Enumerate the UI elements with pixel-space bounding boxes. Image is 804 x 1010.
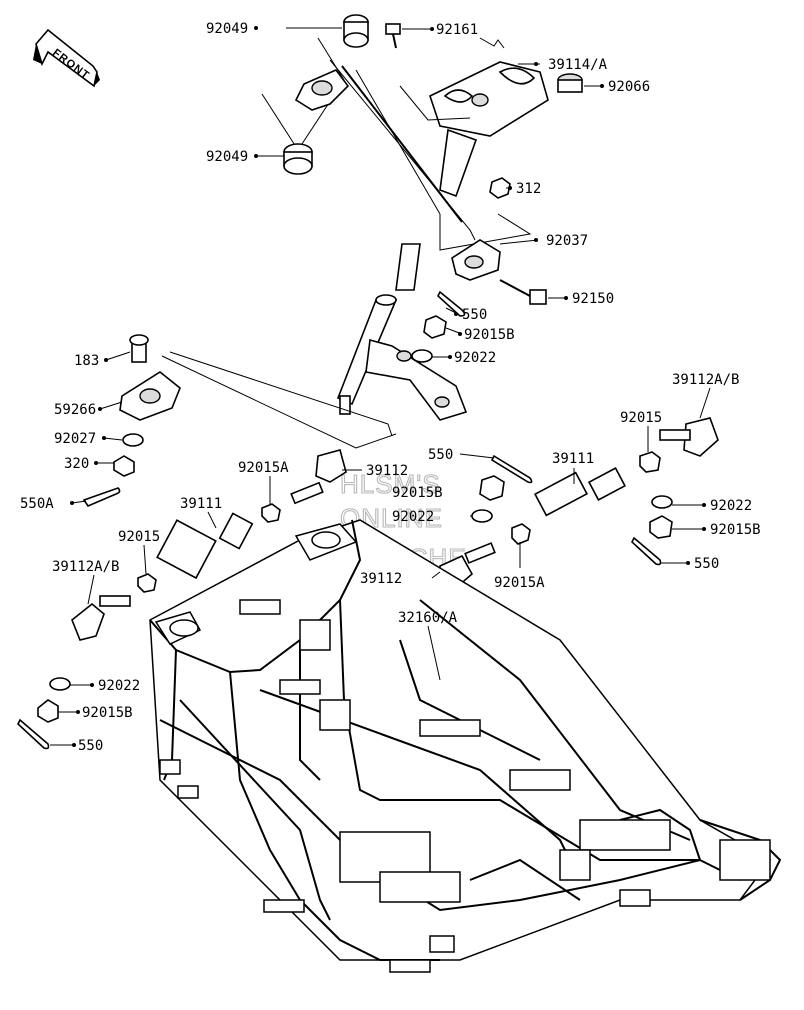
callout-92015b-top: 92015B bbox=[464, 327, 515, 343]
watermark-line-1: HLSM'S bbox=[340, 469, 441, 499]
callout-92022-mid: 92022 bbox=[392, 509, 434, 525]
callout-92015-right: 92015 bbox=[620, 410, 662, 426]
callout-320: 320 bbox=[64, 456, 89, 472]
callout-92015b-left: 92015B bbox=[82, 705, 133, 721]
callout-59266: 59266 bbox=[54, 402, 96, 418]
callout-39114a: 39114/A bbox=[548, 57, 608, 73]
left-hardware bbox=[17, 334, 254, 750]
callout-550a: 550A bbox=[20, 496, 54, 512]
callout-92022-right: 92022 bbox=[710, 498, 752, 514]
callout-39112ab-right: 39112A/B bbox=[672, 372, 739, 388]
callout-550-top: 550 bbox=[462, 307, 487, 323]
callout-92022-left: 92022 bbox=[98, 678, 140, 694]
callout-312: 312 bbox=[516, 181, 541, 197]
callout-550-right: 550 bbox=[694, 556, 719, 572]
callout-39111-right: 39111 bbox=[552, 451, 594, 467]
callout-550-mid: 550 bbox=[428, 447, 453, 463]
callout-92049-top: 92049 bbox=[206, 21, 248, 37]
leader-lines bbox=[50, 26, 711, 747]
callout-92015b-mid: 92015B bbox=[392, 485, 443, 501]
callout-183: 183 bbox=[74, 353, 99, 369]
part-labels: 92049 92161 39114/A 92066 92049 312 9203… bbox=[20, 21, 761, 754]
callout-92049-bottom: 92049 bbox=[206, 149, 248, 165]
callout-92066: 92066 bbox=[608, 79, 650, 95]
callout-39112-top: 39112 bbox=[366, 463, 408, 479]
steering-components bbox=[161, 14, 583, 449]
callout-92022-top: 92022 bbox=[454, 350, 496, 366]
callout-39112-bottom: 39112 bbox=[360, 571, 402, 587]
front-arrow-icon: FRONT bbox=[33, 28, 100, 88]
main-frame bbox=[149, 519, 782, 973]
callout-92015a-right: 92015A bbox=[494, 575, 545, 591]
callout-32160a: 32160/A bbox=[398, 610, 458, 626]
right-hardware bbox=[261, 417, 719, 589]
callout-92015a-left: 92015A bbox=[238, 460, 289, 476]
callout-39111-left: 39111 bbox=[180, 496, 222, 512]
callout-92161: 92161 bbox=[436, 22, 478, 38]
callout-92037: 92037 bbox=[546, 233, 588, 249]
callout-92027: 92027 bbox=[54, 431, 96, 447]
callout-39112ab-left: 39112A/B bbox=[52, 559, 119, 575]
callout-92015-left: 92015 bbox=[118, 529, 160, 545]
callout-92150: 92150 bbox=[572, 291, 614, 307]
callout-92015b-right: 92015B bbox=[710, 522, 761, 538]
callout-550-left: 550 bbox=[78, 738, 103, 754]
